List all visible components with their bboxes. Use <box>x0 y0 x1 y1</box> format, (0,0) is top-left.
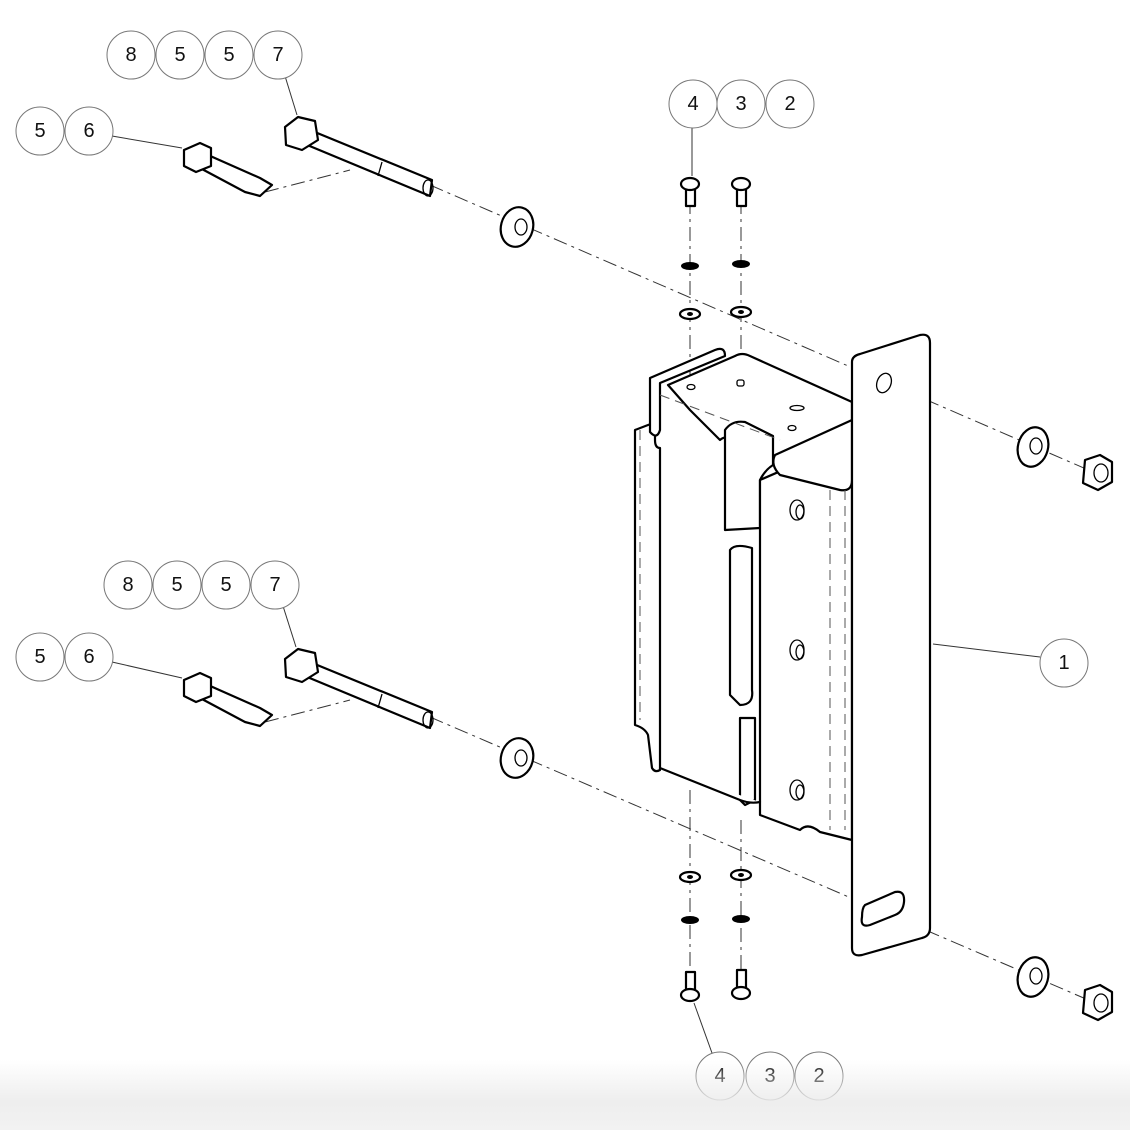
balloon-bracket: 1 <box>1039 638 1089 688</box>
svg-text:2: 2 <box>813 1065 824 1087</box>
svg-text:8: 8 <box>125 44 136 66</box>
bracket-part <box>633 333 932 957</box>
svg-text:5: 5 <box>171 574 182 596</box>
top-right-washer-nut <box>1016 426 1114 492</box>
balloon-group-top-left-bolt: 8 5 5 7 <box>106 30 303 80</box>
svg-text:1: 1 <box>1058 652 1069 674</box>
bottom-screw-stack <box>678 868 753 1003</box>
leader-lines <box>111 75 1041 1054</box>
bottom-flat-washer-item-5 <box>499 737 535 779</box>
svg-text:4: 4 <box>714 1065 725 1087</box>
bottom-right-washer-nut <box>1016 956 1114 1022</box>
svg-text:3: 3 <box>764 1065 775 1087</box>
top-flat-washer-item-5 <box>499 206 535 248</box>
svg-text:8: 8 <box>122 574 133 596</box>
svg-text:2: 2 <box>784 93 795 115</box>
svg-text:5: 5 <box>174 44 185 66</box>
balloon-group-bottom-screw: 4 3 2 <box>695 1051 844 1101</box>
svg-text:5: 5 <box>34 646 45 668</box>
svg-text:7: 7 <box>269 574 280 596</box>
bottom-hex-bolt-item-7 <box>283 647 434 730</box>
balloon-group-bottom-left-bolt: 8 5 5 7 <box>103 560 300 610</box>
top-hex-bolt-item-7 <box>283 115 434 198</box>
svg-text:5: 5 <box>223 44 234 66</box>
svg-text:6: 6 <box>83 120 94 142</box>
top-hex-screw-item-6 <box>182 141 274 198</box>
center-lines <box>264 169 1101 1006</box>
svg-text:3: 3 <box>735 93 746 115</box>
svg-text:7: 7 <box>272 44 283 66</box>
svg-text:5: 5 <box>34 120 45 142</box>
bottom-hex-screw-item-6 <box>182 671 274 728</box>
balloon-group-bottom-left-screw: 5 6 <box>15 632 114 682</box>
top-screw-stack <box>678 176 753 321</box>
balloon-group-top-left-screw: 5 6 <box>15 106 114 156</box>
svg-text:4: 4 <box>687 93 698 115</box>
balloon-group-top-screw: 4 3 2 <box>668 79 815 129</box>
svg-text:6: 6 <box>83 646 94 668</box>
svg-text:5: 5 <box>220 574 231 596</box>
